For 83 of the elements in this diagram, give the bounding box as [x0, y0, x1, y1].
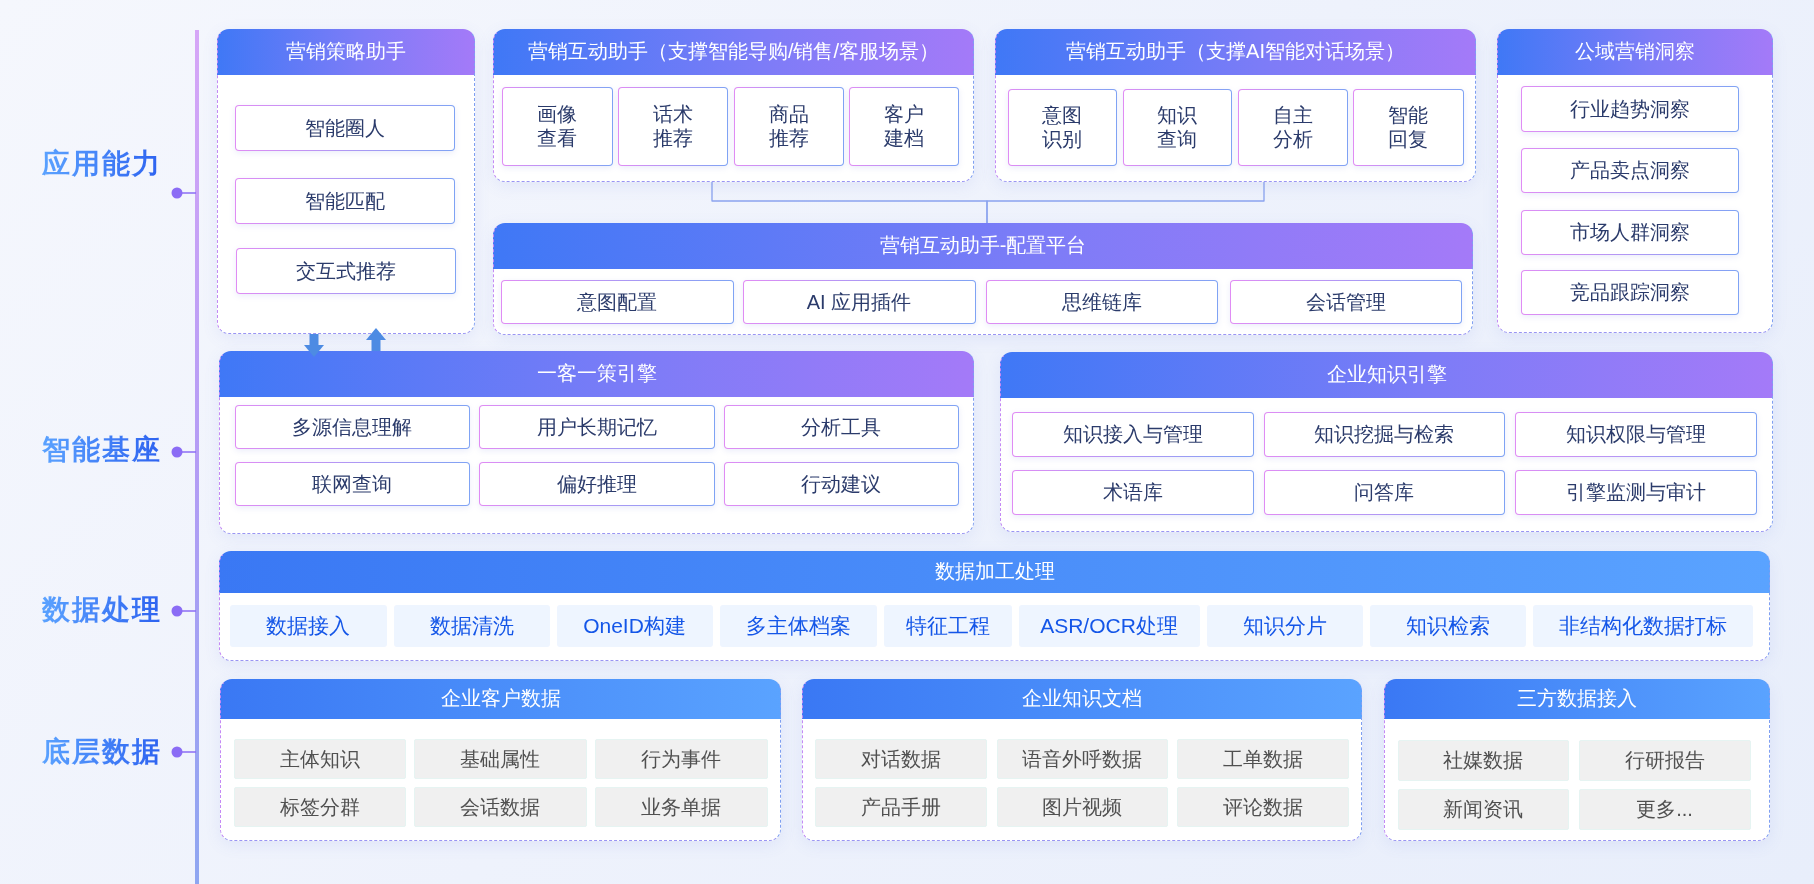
process-step-box: OneID构建 — [556, 604, 713, 647]
feature-box: 行动建议 — [723, 461, 959, 506]
module-panel — [1000, 352, 1773, 532]
feature-box: 用户长期记忆 — [478, 404, 715, 449]
data-source-box: 新闻资讯 — [1397, 788, 1569, 830]
data-source-box: 评论数据 — [1176, 786, 1349, 827]
arrow — [304, 334, 324, 357]
data-source-box: 产品手册 — [814, 786, 987, 827]
feature-box: 行业趋势洞察 — [1520, 85, 1739, 132]
feature-box: 智能回复 — [1352, 88, 1464, 166]
feature-box: 画像查看 — [501, 86, 613, 166]
feature-box: 思维链库 — [985, 279, 1218, 324]
data-source-box: 工单数据 — [1176, 738, 1349, 779]
panel-title: 三方数据接入 — [1516, 686, 1638, 711]
layer-label: 底层数据 — [42, 735, 162, 769]
feature-box: 知识查询 — [1122, 88, 1232, 166]
feature-box: AI 应用插件 — [742, 279, 976, 324]
panel-title: 营销互动助手（支撑AI智能对话场景） — [1065, 39, 1406, 64]
arrow — [366, 328, 386, 351]
data-source-box: 主体知识 — [233, 738, 406, 779]
module-panel — [1497, 29, 1773, 333]
data-source-box: 语音外呼数据 — [996, 738, 1168, 779]
data-source-box: 更多... — [1578, 788, 1751, 830]
panel-title: 一客一策引擎 — [535, 361, 658, 386]
feature-box: 自主分析 — [1237, 88, 1348, 166]
module-panel — [219, 351, 974, 534]
feature-box: 会话管理 — [1229, 279, 1462, 324]
data-source-box: 行为事件 — [594, 738, 768, 779]
feature-box: 偏好推理 — [478, 461, 715, 506]
process-step-box: ASR/OCR处理 — [1018, 604, 1200, 647]
layer-label: 数据处理 — [42, 593, 162, 627]
panel-title: 营销互动助手（支撑智能导购/销售/客服场景） — [526, 39, 941, 64]
process-step-box: 非结构化数据打标 — [1532, 604, 1753, 647]
feature-box: 话术推荐 — [617, 86, 728, 166]
feature-box: 联网查询 — [234, 461, 470, 506]
process-step-box: 知识分片 — [1206, 604, 1363, 647]
feature-box: 智能圈人 — [234, 104, 455, 151]
module-panel — [493, 223, 1473, 335]
process-step-box: 数据接入 — [229, 604, 387, 647]
feature-box: 智能匹配 — [234, 177, 455, 224]
feature-box: 知识挖掘与检索 — [1263, 411, 1505, 457]
panel-title: 数据加工处理 — [933, 559, 1056, 584]
module-panel — [493, 29, 974, 182]
panel-title: 企业知识文档 — [1021, 686, 1143, 711]
data-source-box: 基础属性 — [413, 738, 587, 779]
panel-title: 公域营销洞察 — [1574, 39, 1696, 64]
panel-title: 企业知识引擎 — [1325, 362, 1448, 387]
data-source-box: 图片视频 — [996, 786, 1168, 827]
data-source-box: 行研报告 — [1578, 739, 1751, 781]
feature-box: 多源信息理解 — [234, 404, 470, 449]
module-panel — [217, 29, 475, 334]
data-source-box: 会话数据 — [413, 786, 587, 827]
feature-box: 意图配置 — [500, 279, 734, 324]
module-panel — [995, 29, 1476, 182]
connector-line — [986, 181, 1265, 224]
feature-box: 市场人群洞察 — [1520, 209, 1739, 255]
feature-box: 引擎监测与审计 — [1514, 469, 1757, 515]
process-step-box: 多主体档案 — [719, 604, 877, 647]
data-source-box: 对话数据 — [814, 738, 987, 779]
module-panel — [802, 679, 1362, 841]
data-source-box: 社媒数据 — [1397, 739, 1569, 781]
feature-box: 术语库 — [1011, 469, 1254, 515]
panel-title: 营销互动助手-配置平台 — [878, 233, 1088, 258]
feature-box: 知识权限与管理 — [1514, 411, 1757, 457]
feature-box: 竞品跟踪洞察 — [1520, 269, 1739, 315]
feature-box: 意图识别 — [1007, 88, 1117, 166]
data-source-box: 业务单据 — [594, 786, 768, 827]
feature-box: 分析工具 — [723, 404, 959, 449]
panel-title: 营销策略助手 — [285, 39, 407, 64]
data-source-box: 标签分群 — [233, 786, 406, 827]
feature-box: 产品卖点洞察 — [1520, 147, 1739, 193]
process-step-box: 知识检索 — [1369, 604, 1526, 647]
panel-title: 企业客户数据 — [439, 686, 562, 711]
feature-box: 问答库 — [1263, 469, 1505, 515]
feature-box: 商品推荐 — [733, 86, 844, 166]
feature-box: 交互式推荐 — [235, 247, 456, 294]
process-step-box: 数据清洗 — [393, 604, 550, 647]
module-panel — [219, 551, 1770, 661]
feature-box: 知识接入与管理 — [1011, 411, 1254, 457]
feature-box: 客户建档 — [848, 86, 959, 166]
module-panel — [220, 679, 781, 841]
module-panel — [1384, 679, 1770, 841]
process-step-box: 特征工程 — [883, 604, 1012, 647]
